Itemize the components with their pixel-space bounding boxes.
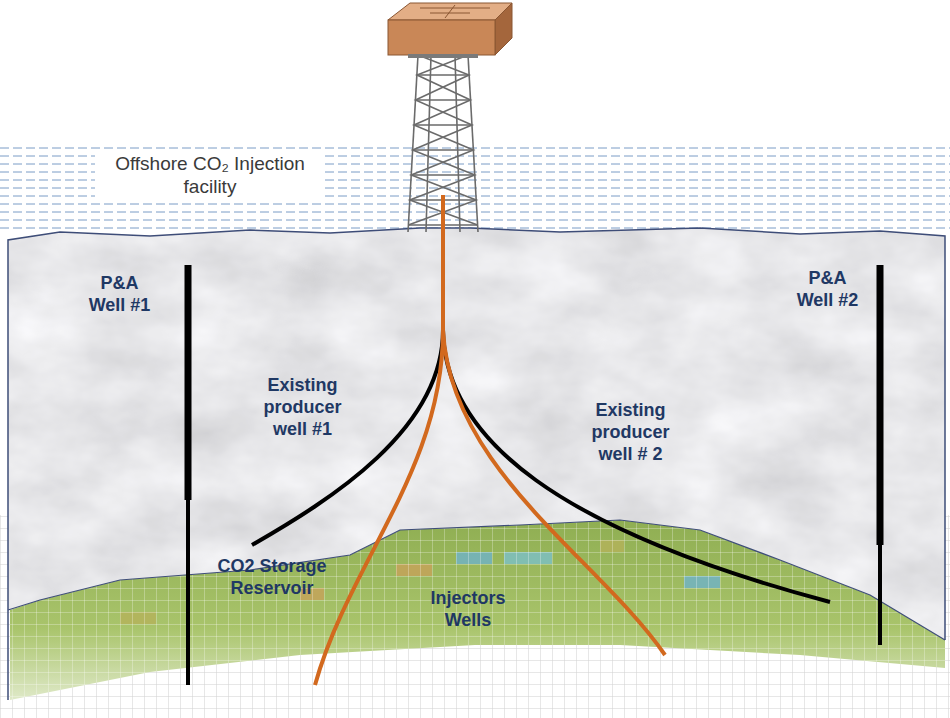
- well-label: Existing producer well #1: [250, 375, 355, 441]
- pa-wells: [188, 265, 880, 685]
- well-label: Injectors Wells: [418, 588, 518, 632]
- reservoir-top-outline: [8, 520, 945, 640]
- well-label: Existing producer well # 2: [578, 400, 683, 466]
- reservoir-label: CO2 Storage Reservoir: [212, 556, 332, 600]
- platform-deck: [388, 3, 512, 58]
- seabed-outline: [8, 228, 945, 700]
- well-label: P&A Well #1: [82, 273, 157, 317]
- facility-label: Offshore CO₂ Injection facility: [95, 152, 325, 198]
- well-label: P&A Well #2: [790, 268, 865, 312]
